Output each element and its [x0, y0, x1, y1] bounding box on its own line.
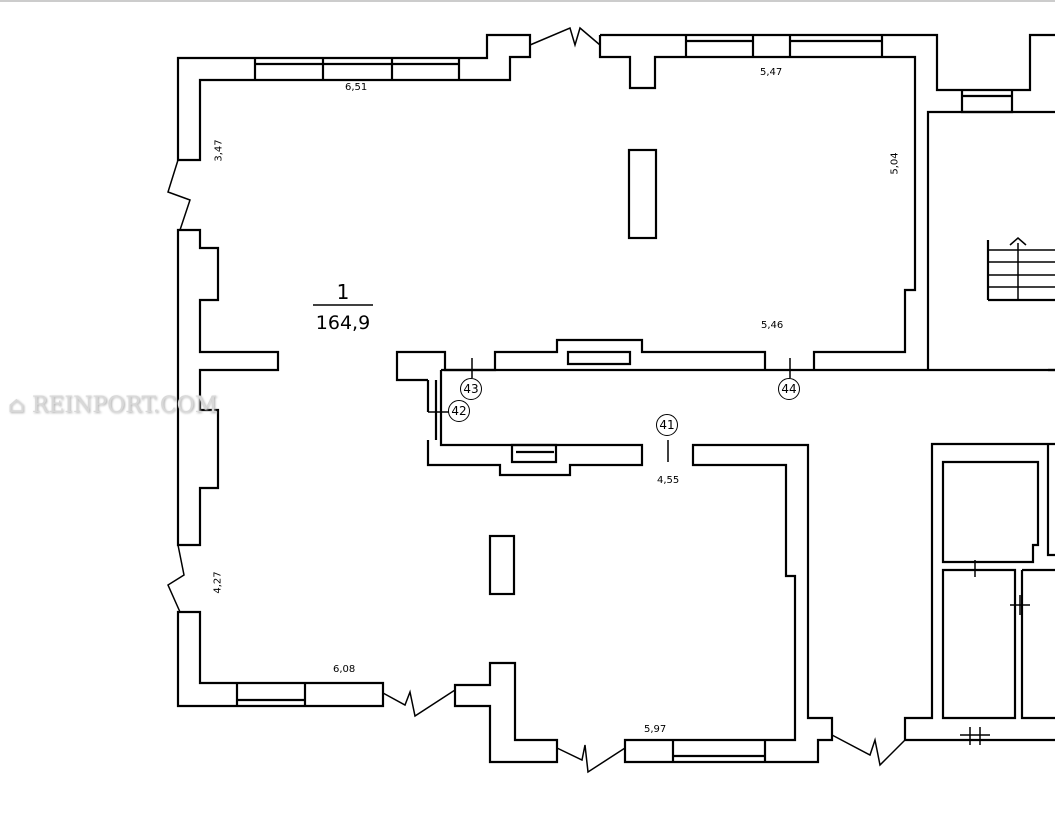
dim-label: 6,51 — [345, 82, 368, 93]
top-left-wall — [176, 33, 532, 162]
dim-label: 4,27 — [212, 571, 224, 594]
dim-label: 5,04 — [889, 152, 901, 175]
dim-label: 5,47 — [760, 67, 783, 78]
house-icon: ⌂ — [8, 393, 25, 418]
marker: 43 — [460, 378, 482, 400]
marker: 42 — [448, 400, 470, 422]
dim-label: 5,46 — [761, 320, 784, 331]
room-number: 1 — [336, 280, 350, 304]
window-zigzag — [529, 26, 601, 48]
dim-label: 4,55 — [657, 475, 680, 486]
dim-label: 5,97 — [644, 724, 667, 735]
corridor-wall — [395, 338, 767, 382]
watermark: ⌂ REINPORT.COM — [8, 393, 218, 418]
dim-label: 3,47 — [213, 139, 225, 162]
marker: 44 — [778, 378, 800, 400]
dim-label: 6,08 — [333, 664, 356, 675]
room-area: 164,9 — [315, 312, 371, 334]
marker: 41 — [656, 414, 678, 436]
